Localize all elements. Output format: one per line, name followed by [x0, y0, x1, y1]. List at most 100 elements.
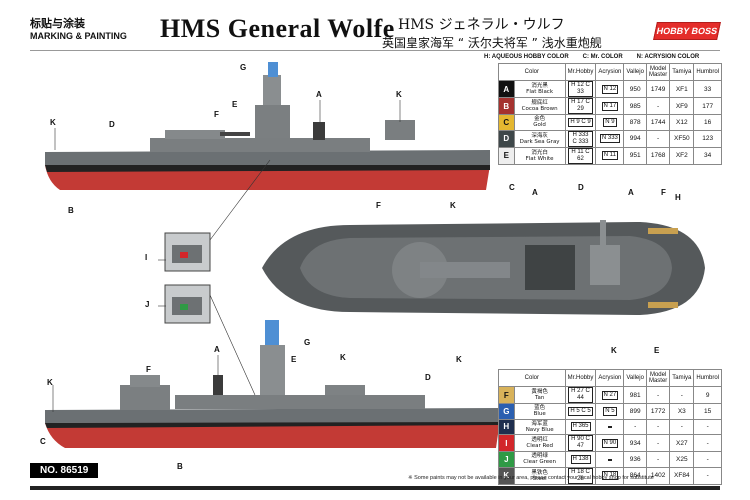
tamiya-code: -: [669, 418, 695, 435]
humbrol-code: -: [693, 466, 722, 485]
humbrol-code: 15: [693, 403, 722, 420]
model-master-code: 1402: [645, 466, 671, 485]
label-h-plan: H: [675, 193, 681, 202]
mr-hobby-code-text: H 365: [570, 422, 591, 432]
acrysion-code: N 27: [595, 386, 625, 404]
model-master-code: -: [645, 451, 671, 468]
label-k-plan-bottom-2: K: [611, 346, 617, 355]
label-b-bottom: B: [177, 462, 183, 471]
acrysion-code-text: N 5: [603, 406, 617, 416]
color-swatch: I: [498, 434, 515, 452]
side-profile-top: [45, 62, 490, 190]
label-f-plan: F: [376, 201, 381, 210]
plan-view: [262, 220, 705, 315]
product-number: NO. 86519: [30, 463, 99, 478]
color-name-en: Gold: [533, 122, 546, 129]
mr-hobby-code: H 5 C 5: [564, 403, 597, 420]
color-swatch: J: [498, 451, 515, 468]
mr-hobby-code-text: H 18 C 28: [567, 467, 594, 484]
color-name-en: Flat White: [525, 155, 554, 162]
model-master-code: -: [645, 386, 671, 404]
acrysion-code: N 17: [595, 97, 625, 115]
col-color: Color: [498, 63, 566, 81]
color-name-cn: 透明红: [531, 437, 548, 443]
humbrol-code: -: [693, 418, 722, 435]
acrysion-code-text: N 9: [603, 117, 617, 127]
tamiya-code: -: [669, 386, 695, 404]
mr-hobby-code: H 9 C 9: [564, 114, 597, 131]
legend-acrysion: N: ACRYSION COLOR: [636, 54, 700, 60]
model-master-code: -: [645, 129, 671, 148]
color-name-en: Dark Sea Gray: [519, 138, 560, 145]
humbrol-code: 9: [693, 386, 722, 404]
humbrol-code: -: [693, 451, 722, 468]
leader-lines: [52, 100, 401, 412]
mr-hobby-code: H 12 C 33: [564, 80, 597, 98]
mr-hobby-code: H 138: [564, 451, 597, 468]
col-humbrol-b: Humbrol: [693, 369, 722, 387]
label-d-top: D: [109, 120, 115, 129]
mr-hobby-code-text: H 333 C 333: [567, 130, 594, 147]
model-master-code: 1749: [645, 80, 671, 98]
label-k-top-bow: K: [50, 118, 56, 127]
label-g-bottom: G: [304, 338, 311, 347]
color-name-cn: 透明绿: [531, 453, 548, 460]
color-swatch: C: [498, 114, 515, 131]
acrysion-code: N 12: [595, 80, 625, 98]
tamiya-code: XF9: [669, 97, 695, 115]
model-master-code: -: [645, 418, 671, 435]
color-name-cn: 黄褐色: [531, 389, 548, 395]
tamiya-code: X27: [669, 434, 695, 452]
col-vallejo-b: Vallejo: [623, 369, 647, 387]
acrysion-code-text: N 12: [601, 84, 619, 94]
header-divider: [30, 50, 720, 51]
detail-inset-i: [164, 232, 211, 272]
mr-hobby-code-text: H 27 C 44: [567, 387, 594, 403]
acrysion-code-text: N 333: [599, 134, 620, 143]
vallejo-code: -: [623, 418, 647, 435]
humbrol-code: 123: [693, 129, 722, 148]
humbrol-code: 34: [693, 146, 722, 165]
label-g-top: G: [240, 63, 247, 72]
acrysion-code-text: N 17: [601, 101, 619, 111]
model-master-code: -: [645, 97, 671, 115]
mr-hobby-code: H 11 C 62: [564, 146, 597, 165]
tamiya-code: XF50: [669, 129, 695, 148]
tamiya-code: XF2: [669, 146, 695, 165]
mr-hobby-code-text: H 9 C 9: [568, 117, 593, 127]
acrysion-code-text: N 18: [601, 471, 619, 480]
acrysion-code-text: N 27: [601, 390, 619, 400]
col-mr-hobby: Mr.Hobby: [564, 63, 597, 81]
col-acrysion: Acrysion: [595, 63, 625, 81]
mr-hobby-code: H 333 C 333: [564, 129, 597, 148]
label-a-plan: A: [532, 188, 538, 197]
label-a-top: A: [316, 90, 322, 99]
col-color-b: Color: [498, 369, 566, 387]
vallejo-code: 878: [623, 114, 647, 131]
color-swatch: K: [498, 466, 515, 485]
page-subtitle-cn: 英国皇家海军 “ 沃尔夫将军 ” 浅水重炮舰: [382, 36, 602, 50]
header-cn-title: 标贴与涂装: [30, 17, 85, 30]
acrysion-code: [595, 451, 625, 468]
mr-hobby-code: H 27 C 44: [564, 386, 597, 404]
label-d-bottom: D: [425, 373, 431, 382]
color-name-en: Clear Red: [526, 443, 553, 449]
color-name-cn: 消光白: [531, 149, 548, 156]
label-f-top: F: [214, 110, 219, 119]
label-j: J: [145, 300, 150, 309]
mr-hobby-code: H 17 C 29: [564, 97, 597, 115]
label-k-bottom: K: [340, 353, 346, 362]
